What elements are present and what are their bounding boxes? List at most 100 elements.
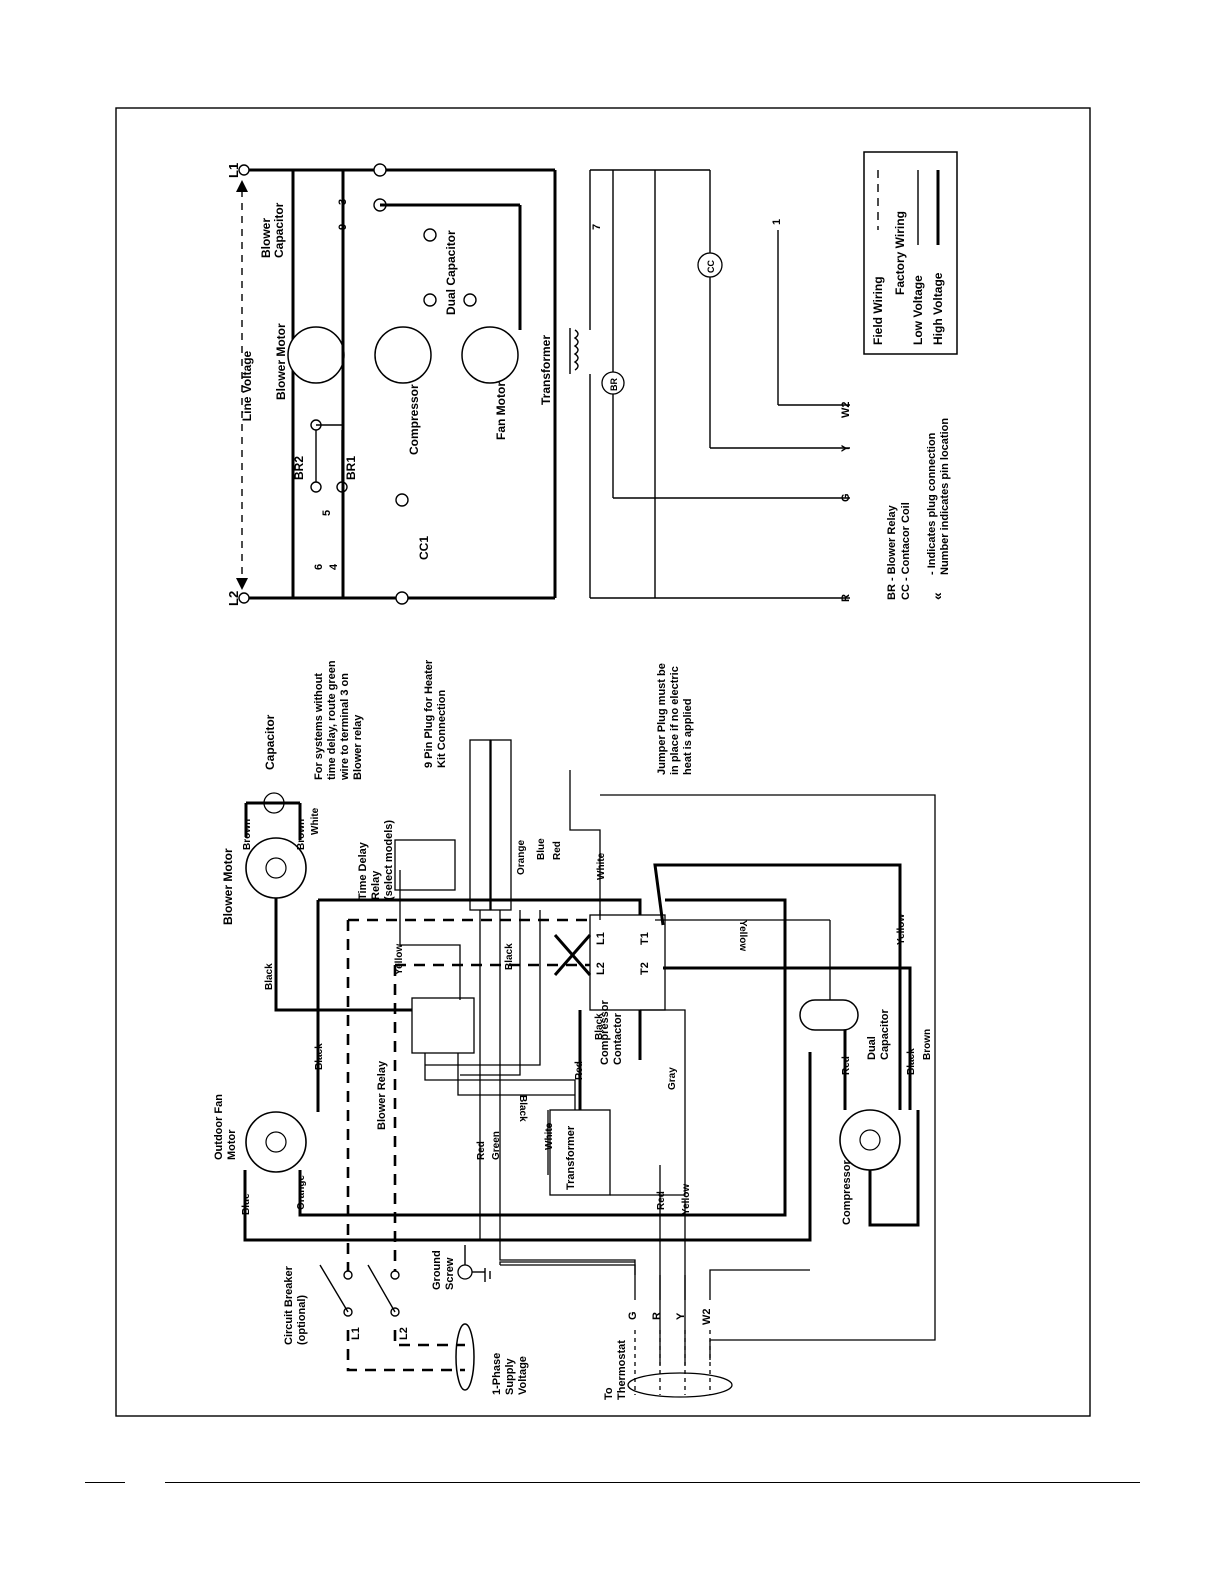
abbrev-br: BR - Blower Relay [886,504,898,600]
svg-text:Red: Red [476,1141,487,1160]
ladder-transformer-label: Transformer [539,335,553,405]
svg-text:Black: Black [504,943,515,970]
pictorial-transformer-label: Transformer [565,1125,577,1190]
ladder-l1-label: L1 [226,163,241,178]
pictorial-dual-capacitor-label: DualCapacitor [866,1009,891,1060]
line-voltage-label: Line Voltage [240,350,254,421]
supply-l1-label: L1 [350,1327,362,1340]
svg-text:Yellow: Yellow [896,914,907,945]
svg-text:Blue: Blue [536,838,547,860]
svg-text:Yellow: Yellow [394,944,405,975]
svg-text:Blue: Blue [241,1193,252,1215]
ladder-terminal-r: R [840,594,852,602]
heater-plug-label: 9 Pin Plug for HeaterKit Connection [423,659,448,768]
abbrev-plug-line1: - Indicates plug connection [926,432,938,575]
svg-text:Black: Black [517,1095,528,1122]
svg-text:Black: Black [314,1043,325,1070]
svg-text:Red: Red [552,841,563,860]
cc1-label: CC1 [417,536,431,560]
ladder-fan-motor-label: Fan Motor [494,382,508,440]
heater-kit-plug [469,739,512,911]
compressor-contactor [589,914,666,1011]
svg-text:6: 6 [313,564,325,570]
jumper-plug-note: Jumper Plug must bein place if no electr… [656,663,694,775]
blower-relay-label: Blower Relay [376,1060,388,1130]
ladder-terminal-g: G [840,493,852,502]
svg-text:Red: Red [574,1061,585,1080]
footer-rule-long [165,1482,1140,1483]
svg-text:5: 5 [321,510,333,516]
to-thermostat-label: ToThermostat [603,1340,628,1400]
svg-text:T1: T1 [639,932,651,945]
ladder-fan-motor [461,326,519,384]
footer-rule-short [85,1482,125,1483]
legend-high-voltage: High Voltage [931,272,945,345]
svg-text:Black: Black [594,1013,605,1040]
abbrev-cc: CC - Contacor Coil [900,502,912,600]
ladder-blower-motor-label: Blower Motor [274,323,288,400]
legend-field-wiring: Field Wiring [871,276,885,345]
circuit-breaker-label: Circuit Breaker(optional) [283,1265,308,1345]
svg-text:White: White [544,1122,555,1150]
pictorial-compressor-label: Compressor [841,1159,853,1225]
blower-motor-label: Blower Motor [221,848,235,925]
pictorial-diagram: Blower Motor Capacitor Brown Brown White… [213,659,936,1400]
ladder-compressor-label: Compressor [407,384,421,455]
svg-text:White: White [596,852,607,880]
svg-text:T2: T2 [639,962,651,975]
ladder-terminal-y: Y [840,444,852,452]
svg-text:Red: Red [841,1056,852,1075]
svg-text:Black: Black [906,1048,917,1075]
svg-text:Yellow: Yellow [737,920,748,951]
supply-voltage-cable [455,1323,475,1391]
time-delay-relay-label: Time DelayRelay(select models) [357,820,395,900]
svg-text:Gray: Gray [667,1067,678,1090]
plug-symbol: « [929,592,945,600]
svg-text:Red: Red [656,1191,667,1210]
svg-text:L1: L1 [595,932,607,945]
ground-screw-label: GroundScrew [431,1250,456,1290]
ladder-terminal-w2: W2 [840,402,852,419]
svg-text:BR: BR [609,378,619,391]
ground-screw [457,1264,473,1280]
supply-l2-label: L2 [398,1327,410,1340]
svg-text:W2: W2 [701,1309,713,1326]
ladder-blower-motor [287,326,345,384]
svg-text:4: 4 [328,563,340,570]
abbrev-plug-line2: Number indicates pin location [939,418,951,575]
svg-text:CC: CC [706,260,716,273]
svg-text:G: G [627,1311,639,1320]
ladder-l2-label: L2 [226,591,241,606]
svg-text:7: 7 [591,224,603,230]
svg-text:9: 9 [337,224,349,230]
no-delay-note: For systems withouttime delay, route gre… [313,660,364,781]
svg-text:Black: Black [264,963,275,990]
abbreviation-notes: BR - Blower Relay CC - Contacor Coil - I… [886,418,951,600]
ladder-diagram: L1 L2 Line Voltage Blower Motor BlowerCa… [226,163,852,606]
svg-text:Orange: Orange [516,840,527,875]
time-delay-relay [394,839,456,891]
compressor-contactor-label: CompressorContactor [599,999,624,1065]
svg-text:3: 3 [337,199,349,205]
thermostat-cable [627,1372,733,1398]
svg-text:1: 1 [771,219,783,225]
br1-label: BR1 [344,456,358,480]
l1-terminal [238,164,250,176]
svg-text:Yellow: Yellow [681,1184,692,1215]
blower-relay [411,997,475,1054]
pictorial-transformer [549,1109,611,1196]
svg-text:White: White [310,807,321,835]
svg-text:Green: Green [491,1131,502,1160]
diagram-frame [115,107,1091,1417]
svg-text:Brown: Brown [296,819,307,850]
svg-text:L2: L2 [595,962,607,975]
wiring-legend: Field Wiring Factory Wiring Low Voltage … [863,151,958,355]
l2-terminal [238,592,250,604]
svg-text:Brown: Brown [922,1029,933,1060]
ladder-blower-capacitor-label: BlowerCapacitor [259,202,286,258]
svg-text:Orange: Orange [296,1175,307,1210]
svg-text:Y: Y [675,1312,687,1320]
svg-text:Brown: Brown [242,819,253,850]
legend-factory-wiring: Factory Wiring [893,211,907,295]
